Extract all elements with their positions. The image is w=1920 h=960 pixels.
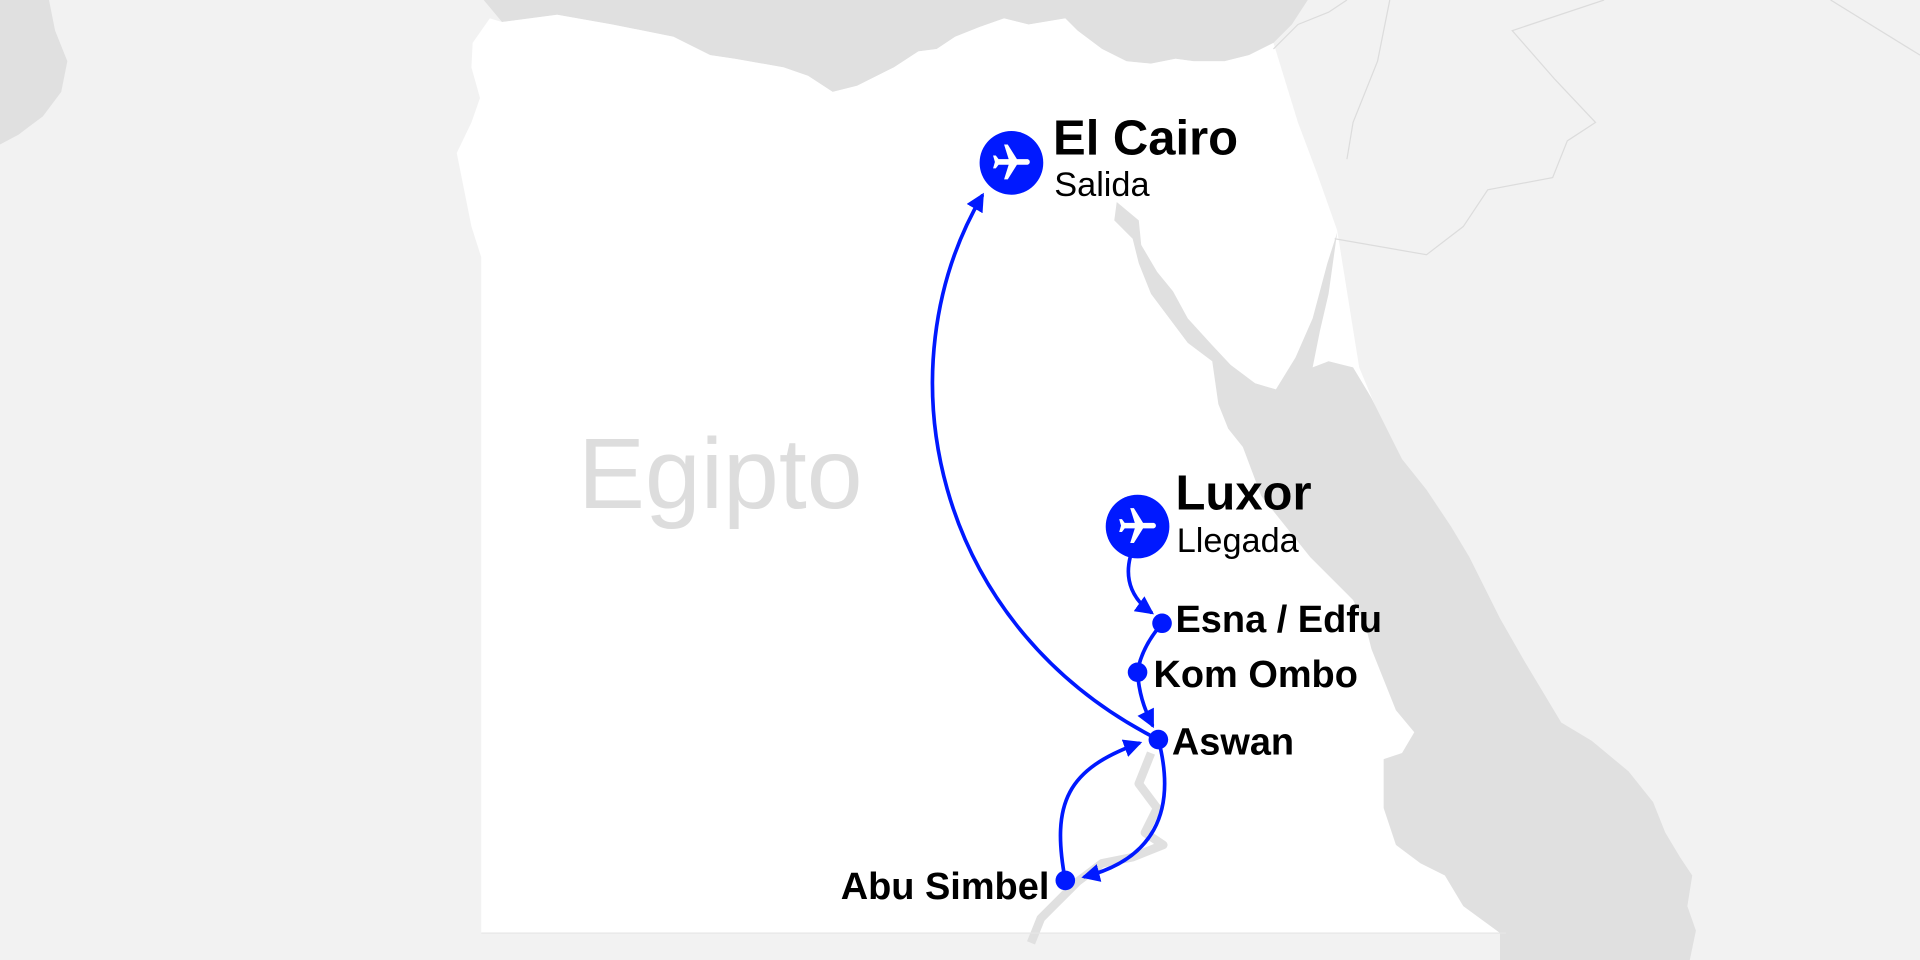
stop-name: Aswan <box>1172 721 1294 763</box>
stop-name: Abu Simbel <box>841 866 1050 908</box>
stop-dot <box>1148 729 1169 750</box>
country-label: Egipto <box>578 418 863 530</box>
sea-west <box>0 0 68 145</box>
red-sea <box>1114 202 1696 960</box>
airplane-icon <box>993 144 1030 180</box>
stop-dot <box>1127 662 1148 683</box>
stop-name: Kom Ombo <box>1153 654 1357 696</box>
stop-name: Esna / Edfu <box>1176 599 1383 641</box>
stop-dot <box>1152 613 1172 634</box>
stop-luxor[interactable]: Luxor Llegada <box>1105 466 1312 560</box>
lake-nasser <box>1027 751 1168 945</box>
stop-aswan[interactable]: Aswan <box>1148 721 1295 763</box>
airplane-icon <box>1119 508 1156 544</box>
stop-name: El Cairo <box>1053 111 1238 165</box>
stop-abu-simbel[interactable]: Abu Simbel <box>841 866 1076 908</box>
stop-note: Salida <box>1054 166 1150 204</box>
stop-note: Llegada <box>1177 522 1300 560</box>
stop-esna-edfu[interactable]: Esna / Edfu <box>1152 599 1382 641</box>
route-luxor-to-esna <box>1126 555 1155 615</box>
route-aswan-to-cairo <box>930 192 1161 742</box>
country-borders <box>481 0 1920 934</box>
stop-dot <box>1055 870 1076 891</box>
stop-el-cairo[interactable]: El Cairo Salida <box>979 111 1239 204</box>
stop-name: Luxor <box>1176 466 1312 520</box>
mediterranean-sea <box>483 0 1308 92</box>
stop-kom-ombo[interactable]: Kom Ombo <box>1127 654 1358 696</box>
route-abu-simbel-to-aswan <box>1058 739 1143 883</box>
route-aswan-to-abu-simbel <box>1081 737 1167 882</box>
egypt-land <box>456 14 1507 934</box>
